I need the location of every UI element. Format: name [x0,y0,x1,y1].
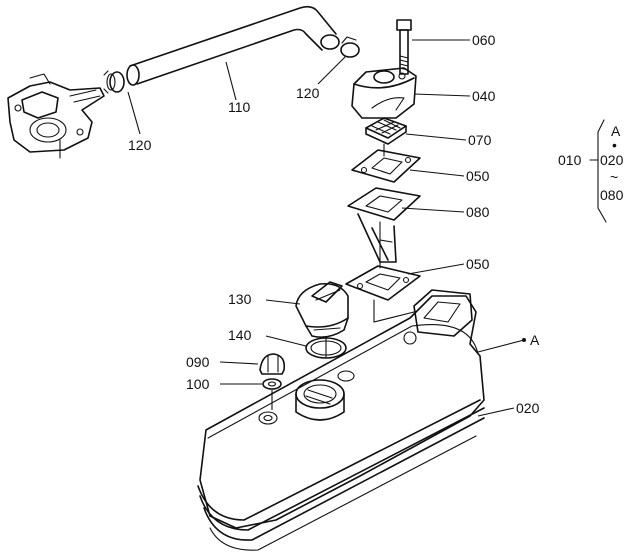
oil-filler-cap [295,281,349,338]
label-070: 070 [468,132,492,148]
breather-cover [351,67,417,119]
gasket-lower [345,265,421,323]
label-110: 110 [228,99,251,115]
label-140: 140 [228,327,252,343]
label-020: 020 [516,400,540,416]
filter-element [365,117,407,145]
label-050-upper: 050 [466,168,490,184]
label-120-right: 120 [296,85,320,101]
gasket-upper [351,149,421,183]
label-130: 130 [228,291,252,307]
label-080: 080 [466,204,490,220]
key-ref-letter: A [611,123,621,139]
bolt [396,19,412,75]
leader-lines [127,39,526,417]
hose-clamp-right [340,36,360,58]
intake-fitting [7,73,105,159]
label-120-left: 120 [128,137,152,153]
key-range-from: 020 [600,152,624,168]
label-100: 100 [186,376,210,392]
baffle-plate [347,187,421,263]
label-060: 060 [472,32,496,48]
assembly-key: 010 A • 020 ~ 080 [558,119,624,223]
washer [262,378,282,390]
label-ref-a: A [530,332,540,348]
ref-dot [522,338,526,342]
rocker-cover [197,289,485,551]
key-range-to: 080 [600,187,624,203]
key-group-number: 010 [558,152,582,168]
cap-nut [259,353,286,375]
key-range-mark: ~ [610,169,618,185]
label-050-lower: 050 [466,256,490,272]
hose-clamp-left [103,70,125,94]
breather-pipe [126,5,340,86]
label-090: 090 [186,354,210,370]
key-bullet: • [612,137,617,153]
label-040: 040 [472,88,496,104]
